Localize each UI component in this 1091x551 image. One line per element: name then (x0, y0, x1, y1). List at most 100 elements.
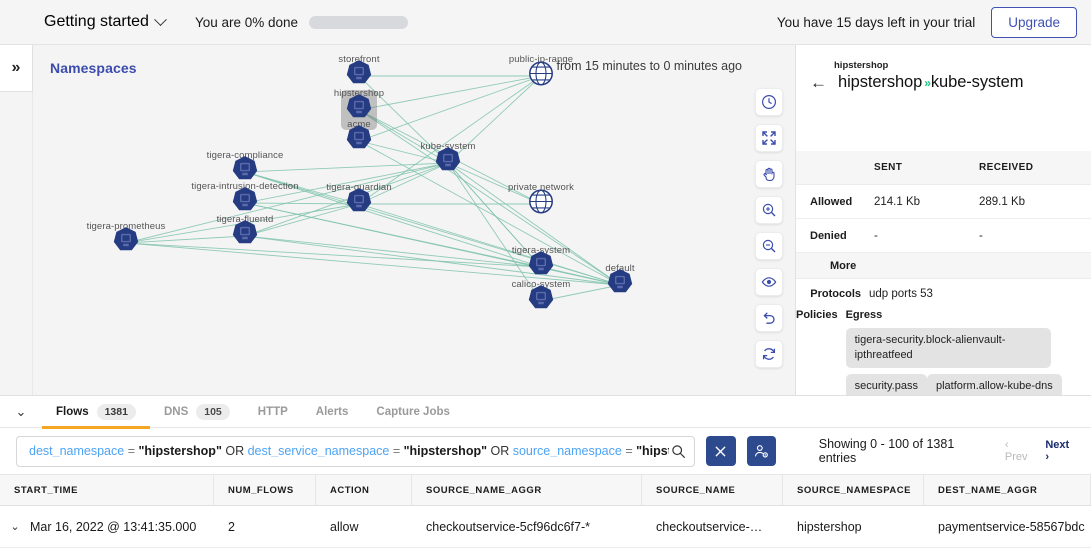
getting-started-menu[interactable]: Getting started (44, 12, 167, 31)
tab-badge: 105 (196, 403, 230, 420)
query-token-key: dest_service_namespace (247, 444, 390, 458)
graph-tool-undo[interactable] (755, 304, 783, 332)
query-token-or: OR (225, 444, 245, 458)
node-label: tigera-prometheus (86, 221, 166, 232)
traffic-table-header: SENT RECEIVED (796, 151, 1091, 185)
egress-label: Egress (845, 309, 883, 321)
graph-tool-expand[interactable] (755, 124, 783, 152)
cell-start-time: ⌄Mar 16, 2022 @ 13:41:35.000 (0, 506, 214, 547)
graph-node-storefront[interactable] (346, 60, 372, 93)
graph-toolbar (755, 88, 783, 368)
tab-label: HTTP (257, 405, 288, 418)
column-header-source-name[interactable]: SOURCE_NAME (642, 475, 783, 505)
sidebar-expand-button[interactable]: » (0, 45, 33, 92)
prev-page-button[interactable]: ‹ Prev (1004, 439, 1028, 463)
tab-dns[interactable]: DNS 105 (150, 396, 244, 428)
next-page-button[interactable]: Next › (1045, 439, 1070, 463)
graph-node-calico-system[interactable] (528, 285, 554, 318)
node-label: hipstershop (333, 88, 385, 99)
query-token-val: "hipstershop" (138, 444, 222, 458)
tab-flows[interactable]: Flows 1381 (42, 396, 150, 429)
graph-node-tigera-intrusion-detection[interactable] (232, 187, 258, 220)
node-label: storefront (338, 54, 380, 65)
search-input[interactable]: dest_namespace = "hipstershop" OR dest_s… (16, 435, 696, 467)
clear-filter-button[interactable] (706, 436, 736, 466)
detail-title: hipstershop»kube-system (838, 73, 1023, 92)
denied-sent: - (874, 229, 878, 242)
protocols-value: udp ports 53 (869, 288, 933, 300)
allowed-received: 289.1 Kb (979, 195, 1026, 208)
graph-tool-hand[interactable] (755, 160, 783, 188)
cell-source-name-aggr: checkoutservice-5cf96dc6f7-* (426, 519, 590, 534)
graph-tool-zoom-out[interactable] (755, 232, 783, 260)
back-arrow-icon[interactable]: ← (810, 73, 827, 92)
graph-tool-refresh[interactable] (755, 340, 783, 368)
graph-node-tigera-guardian[interactable] (346, 188, 372, 221)
protocols-row: Protocols udp ports 53 (796, 288, 1091, 300)
table-row: Allowed 214.1 Kb 289.1 Kb (796, 185, 1091, 219)
tab-label: Flows (56, 405, 89, 418)
graph-node-default[interactable] (607, 269, 633, 302)
graph-tool-eye[interactable] (755, 268, 783, 296)
tab-capture-jobs[interactable]: Capture Jobs (362, 396, 464, 428)
graph-node-tigera-prometheus[interactable] (113, 227, 139, 260)
row-expand-icon[interactable]: ⌄ (10, 521, 20, 533)
eye-icon (761, 277, 777, 287)
query-token-key: source_namespace (512, 444, 622, 458)
policy-pill-list: tigera-security.block-alienvault-ipthrea… (845, 328, 1091, 395)
policy-pill[interactable]: security.pass (845, 373, 927, 395)
th-received: RECEIVED (979, 162, 1034, 173)
node-label: kube-system (420, 141, 476, 152)
query-token-op: = (127, 444, 135, 458)
graph-tool-zoom-in[interactable] (755, 196, 783, 224)
graph-tool-clock[interactable] (755, 88, 783, 116)
graph-node-tigera-fluentd[interactable] (232, 220, 258, 253)
column-header-action[interactable]: ACTION (316, 475, 412, 505)
th-sent: SENT (874, 162, 903, 173)
graph-node-tigera-system[interactable] (528, 251, 554, 284)
double-chevron-down-icon[interactable]: ⌄ (15, 403, 27, 419)
tab-label: DNS (163, 405, 189, 418)
table-row: Denied - - (796, 219, 1091, 253)
column-header-source-name-aggr[interactable]: SOURCE_NAME_AGGR (412, 475, 642, 505)
tab-http[interactable]: HTTP (244, 396, 302, 428)
column-header-dest-name-aggr[interactable]: DEST_NAME_AGGR (924, 475, 1091, 505)
graph-node-public-ip-range[interactable] (528, 61, 554, 92)
column-header-start-time[interactable]: START_TIME (0, 475, 214, 505)
traffic-summary-table: SENT RECEIVED Allowed 214.1 Kb 289.1 Kb … (796, 151, 1091, 395)
tab-alerts[interactable]: Alerts (302, 396, 363, 428)
graph-node-acme[interactable] (346, 125, 372, 158)
policy-pill[interactable]: platform.allow-kube-dns (926, 373, 1062, 395)
zoom-out-icon (762, 239, 776, 253)
detail-header: ← hipstershop»kube-system (810, 73, 1023, 92)
results-count: Showing 0 - 100 of 1381 entries (818, 437, 955, 465)
saved-filters-button[interactable] (746, 436, 776, 466)
tab-badge: 1381 (96, 403, 136, 420)
query-token-val: "hipstershop" (636, 444, 670, 458)
search-icon[interactable] (671, 444, 686, 459)
more-section-header[interactable]: More (796, 253, 1091, 279)
detail-subtitle: hipstershop (834, 60, 889, 71)
trial-status-text: You have 15 days left in your trial (776, 14, 976, 30)
node-label: tigera-intrusion-detection (191, 181, 299, 192)
query-expression: dest_namespace = "hipstershop" OR dest_s… (29, 445, 669, 458)
row-label-denied: Denied (810, 229, 847, 242)
graph-node-tigera-compliance[interactable] (232, 156, 258, 189)
policy-pill[interactable]: tigera-security.block-alienvault-ipthrea… (845, 328, 1051, 368)
cell-source-name: checkoutservice-… (656, 519, 763, 534)
graph-node-kube-system[interactable] (435, 147, 461, 180)
graph-node-hipstershop[interactable] (346, 94, 372, 127)
graph-node-private-network[interactable] (528, 189, 554, 220)
expand-icon (762, 131, 776, 145)
node-label: acme (347, 119, 371, 130)
graph-edges (125, 75, 621, 302)
upgrade-button[interactable]: Upgrade (991, 6, 1077, 38)
query-token-op: = (625, 444, 633, 458)
service-graph-panel[interactable]: Namespaces from 15 minutes to 0 minutes … (33, 45, 795, 395)
column-header-num-flows[interactable]: NUM_FLOWS (214, 475, 316, 505)
node-label: tigera-compliance (206, 150, 284, 161)
column-header-source-namespace[interactable]: SOURCE_NAMESPACE (783, 475, 924, 505)
